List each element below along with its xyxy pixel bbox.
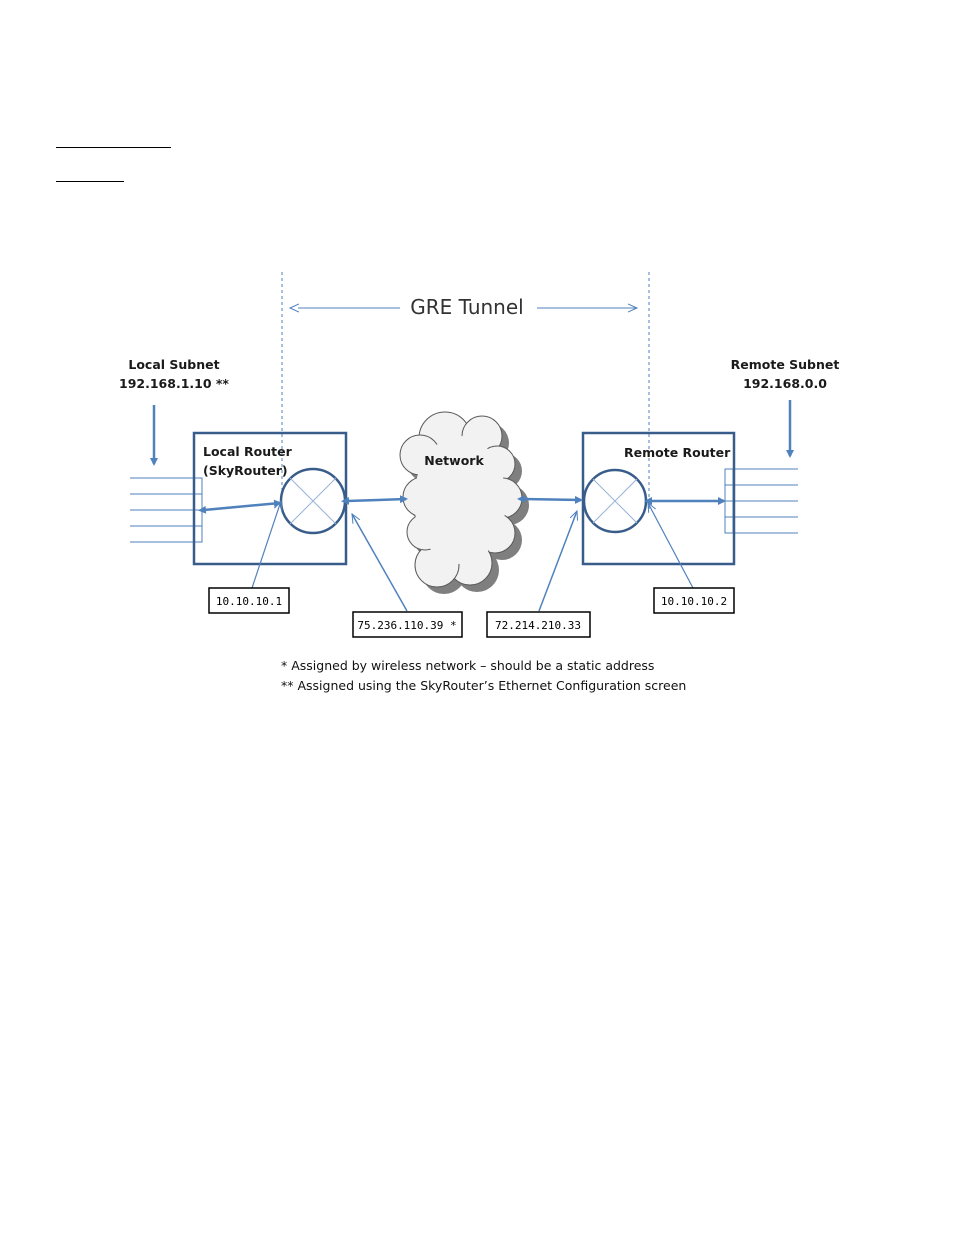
tunnel-title: GRE Tunnel	[410, 295, 523, 319]
local-wan-address: 75.236.110.39 *	[357, 619, 456, 632]
network-cloud-icon	[399, 411, 529, 594]
remote-subnet-address: 192.168.0.0	[743, 376, 827, 391]
remote-tunnel-leader	[648, 503, 694, 589]
remote-lan-lines	[724, 468, 798, 534]
network-label: Network	[424, 453, 484, 468]
remote-wan-leader	[538, 511, 577, 612]
remote-tunnel-address-box: 10.10.10.2	[653, 587, 735, 614]
local-subnet-label: Local Subnet	[128, 357, 219, 372]
remote-wan-address-box: 72.214.210.33	[486, 611, 591, 638]
remote-wan-address: 72.214.210.33	[495, 619, 581, 632]
remote-subnet-label: Remote Subnet	[731, 357, 840, 372]
footnote-1: * Assigned by wireless network – should …	[281, 658, 654, 673]
local-router-to-network-link	[341, 495, 408, 505]
local-subnet-address: 192.168.1.10 **	[119, 376, 229, 391]
network-to-remote-router-link	[517, 495, 583, 504]
remote-tunnel-address: 10.10.10.2	[661, 595, 727, 608]
header-underline-2	[56, 181, 124, 182]
remote-router-icon	[582, 468, 648, 534]
local-tunnel-address-box: 10.10.10.1	[208, 587, 290, 614]
local-lan-lines	[130, 477, 203, 543]
local-tunnel-leader	[251, 501, 281, 589]
header-underline-1	[56, 147, 171, 148]
footnote-2: ** Assigned using the SkyRouter’s Ethern…	[281, 678, 686, 693]
local-wan-address-box: 75.236.110.39 *	[352, 611, 463, 638]
lan-to-local-router-link	[198, 499, 282, 514]
local-router-sublabel: (SkyRouter)	[203, 463, 288, 478]
remote-router-label: Remote Router	[624, 445, 731, 460]
local-tunnel-address: 10.10.10.1	[216, 595, 282, 608]
local-router-icon	[279, 467, 347, 535]
local-wan-leader	[351, 514, 408, 612]
local-router-label: Local Router	[203, 444, 293, 459]
